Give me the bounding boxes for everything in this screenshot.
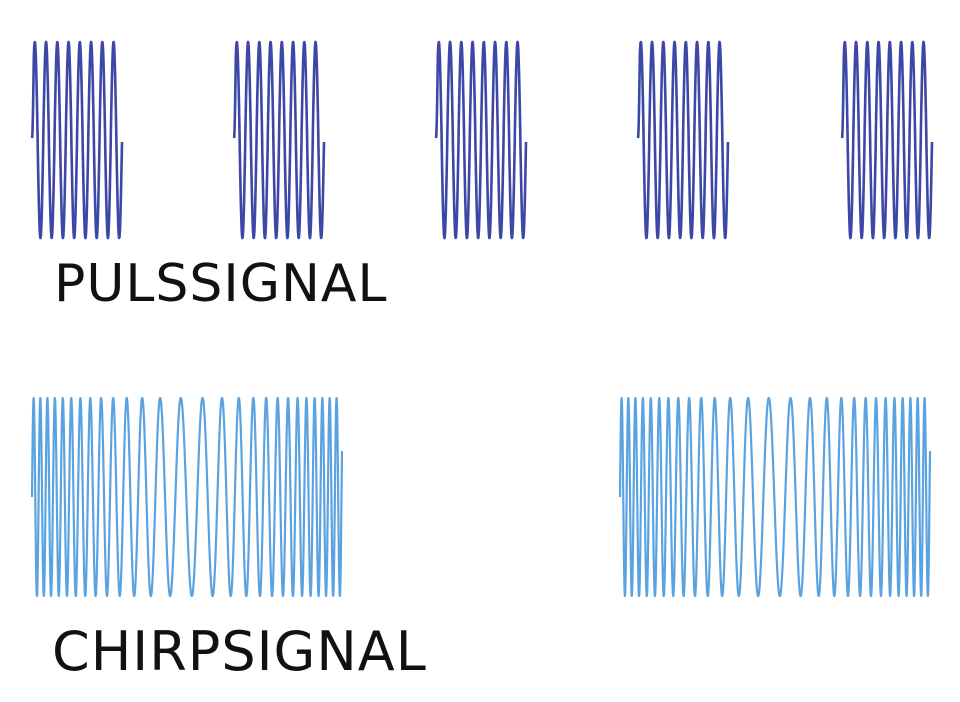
pulse-signal-label: PULSSIGNAL — [54, 254, 388, 314]
pulse-burst-1 — [30, 40, 124, 240]
chirp-signal-label: CHIRPSIGNAL — [52, 620, 427, 683]
pulse-burst-2 — [232, 40, 326, 240]
pulse-burst-5 — [840, 40, 934, 240]
chirp-burst-2 — [618, 396, 932, 598]
pulse-burst-3 — [434, 40, 528, 240]
chirp-burst-1 — [30, 396, 344, 598]
pulse-signal-group — [30, 40, 934, 240]
chirp-signal-group — [30, 396, 932, 598]
pulse-burst-4 — [636, 40, 730, 240]
